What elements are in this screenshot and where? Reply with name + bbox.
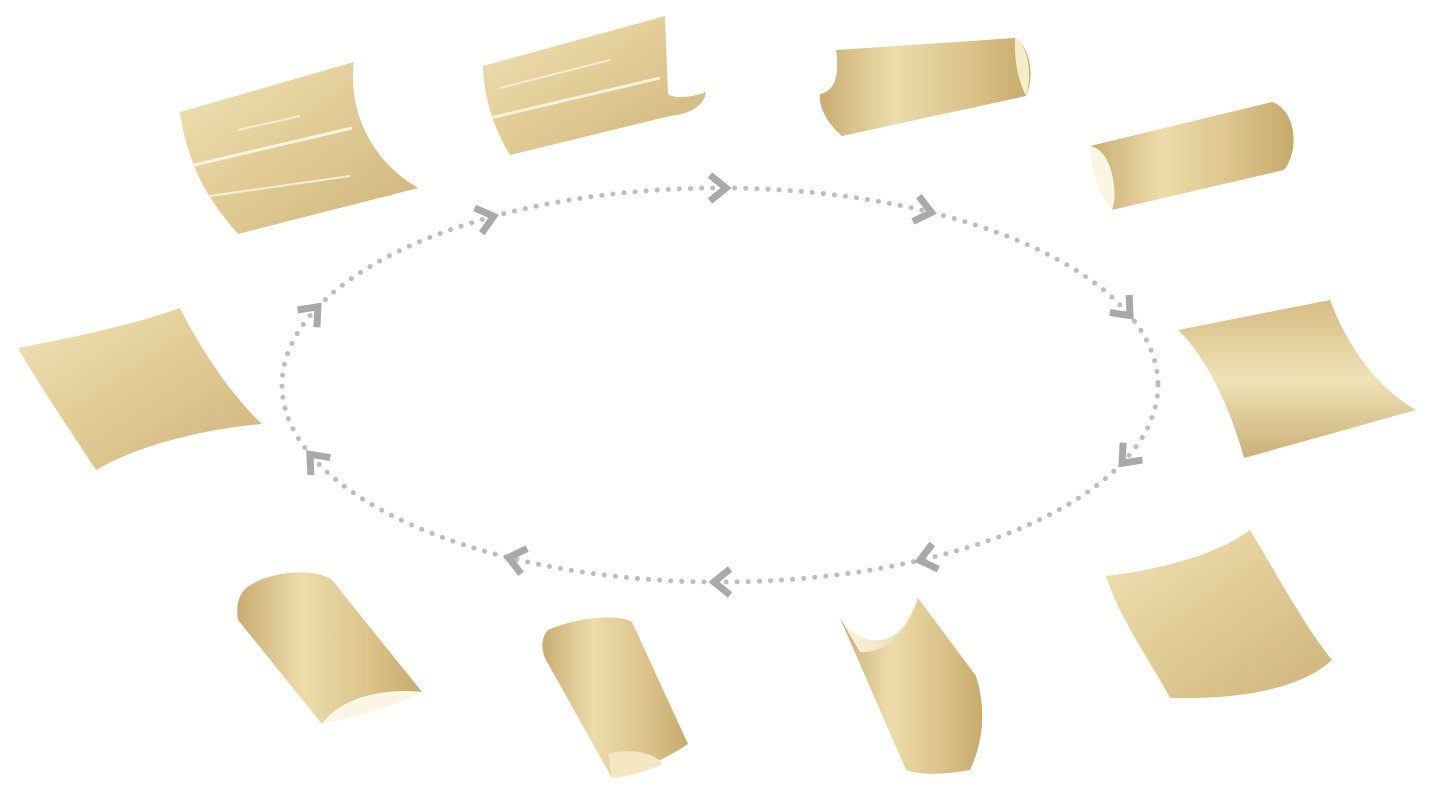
film-bottom-center-rolled bbox=[542, 617, 688, 778]
cycle-arrows bbox=[296, 172, 1144, 598]
cycle-arrow-chevron bbox=[503, 545, 529, 576]
cycle-path bbox=[279, 185, 1161, 585]
film-top-right-rolled bbox=[819, 38, 1031, 136]
cycle-arrow-chevron bbox=[1118, 442, 1144, 468]
cycle-arrow-chevron bbox=[296, 302, 322, 328]
dotted-cycle-ellipse bbox=[279, 185, 1161, 585]
film-right-upper-rolled bbox=[1090, 102, 1294, 210]
cycle-arrow-chevron bbox=[473, 204, 500, 236]
cycle-arrow-chevron bbox=[306, 450, 331, 476]
cycle-arrow-chevron bbox=[1109, 294, 1134, 320]
film-top-center-curled bbox=[483, 16, 706, 155]
cycle-arrow-chevron bbox=[708, 566, 733, 598]
cycle-arrow-chevron bbox=[707, 172, 732, 204]
film-right-wavy bbox=[1178, 300, 1416, 458]
cycle-arrow-chevron bbox=[911, 194, 937, 225]
film-left-wavy bbox=[18, 308, 262, 470]
film-bottom-right-wavy bbox=[1106, 530, 1332, 699]
film-bottom-left-curved bbox=[237, 572, 422, 724]
film-bottom-center-right-folded bbox=[840, 598, 983, 774]
film-top-left-curved bbox=[180, 62, 418, 234]
cycle-arrow-chevron bbox=[914, 541, 940, 573]
films bbox=[18, 16, 1416, 778]
